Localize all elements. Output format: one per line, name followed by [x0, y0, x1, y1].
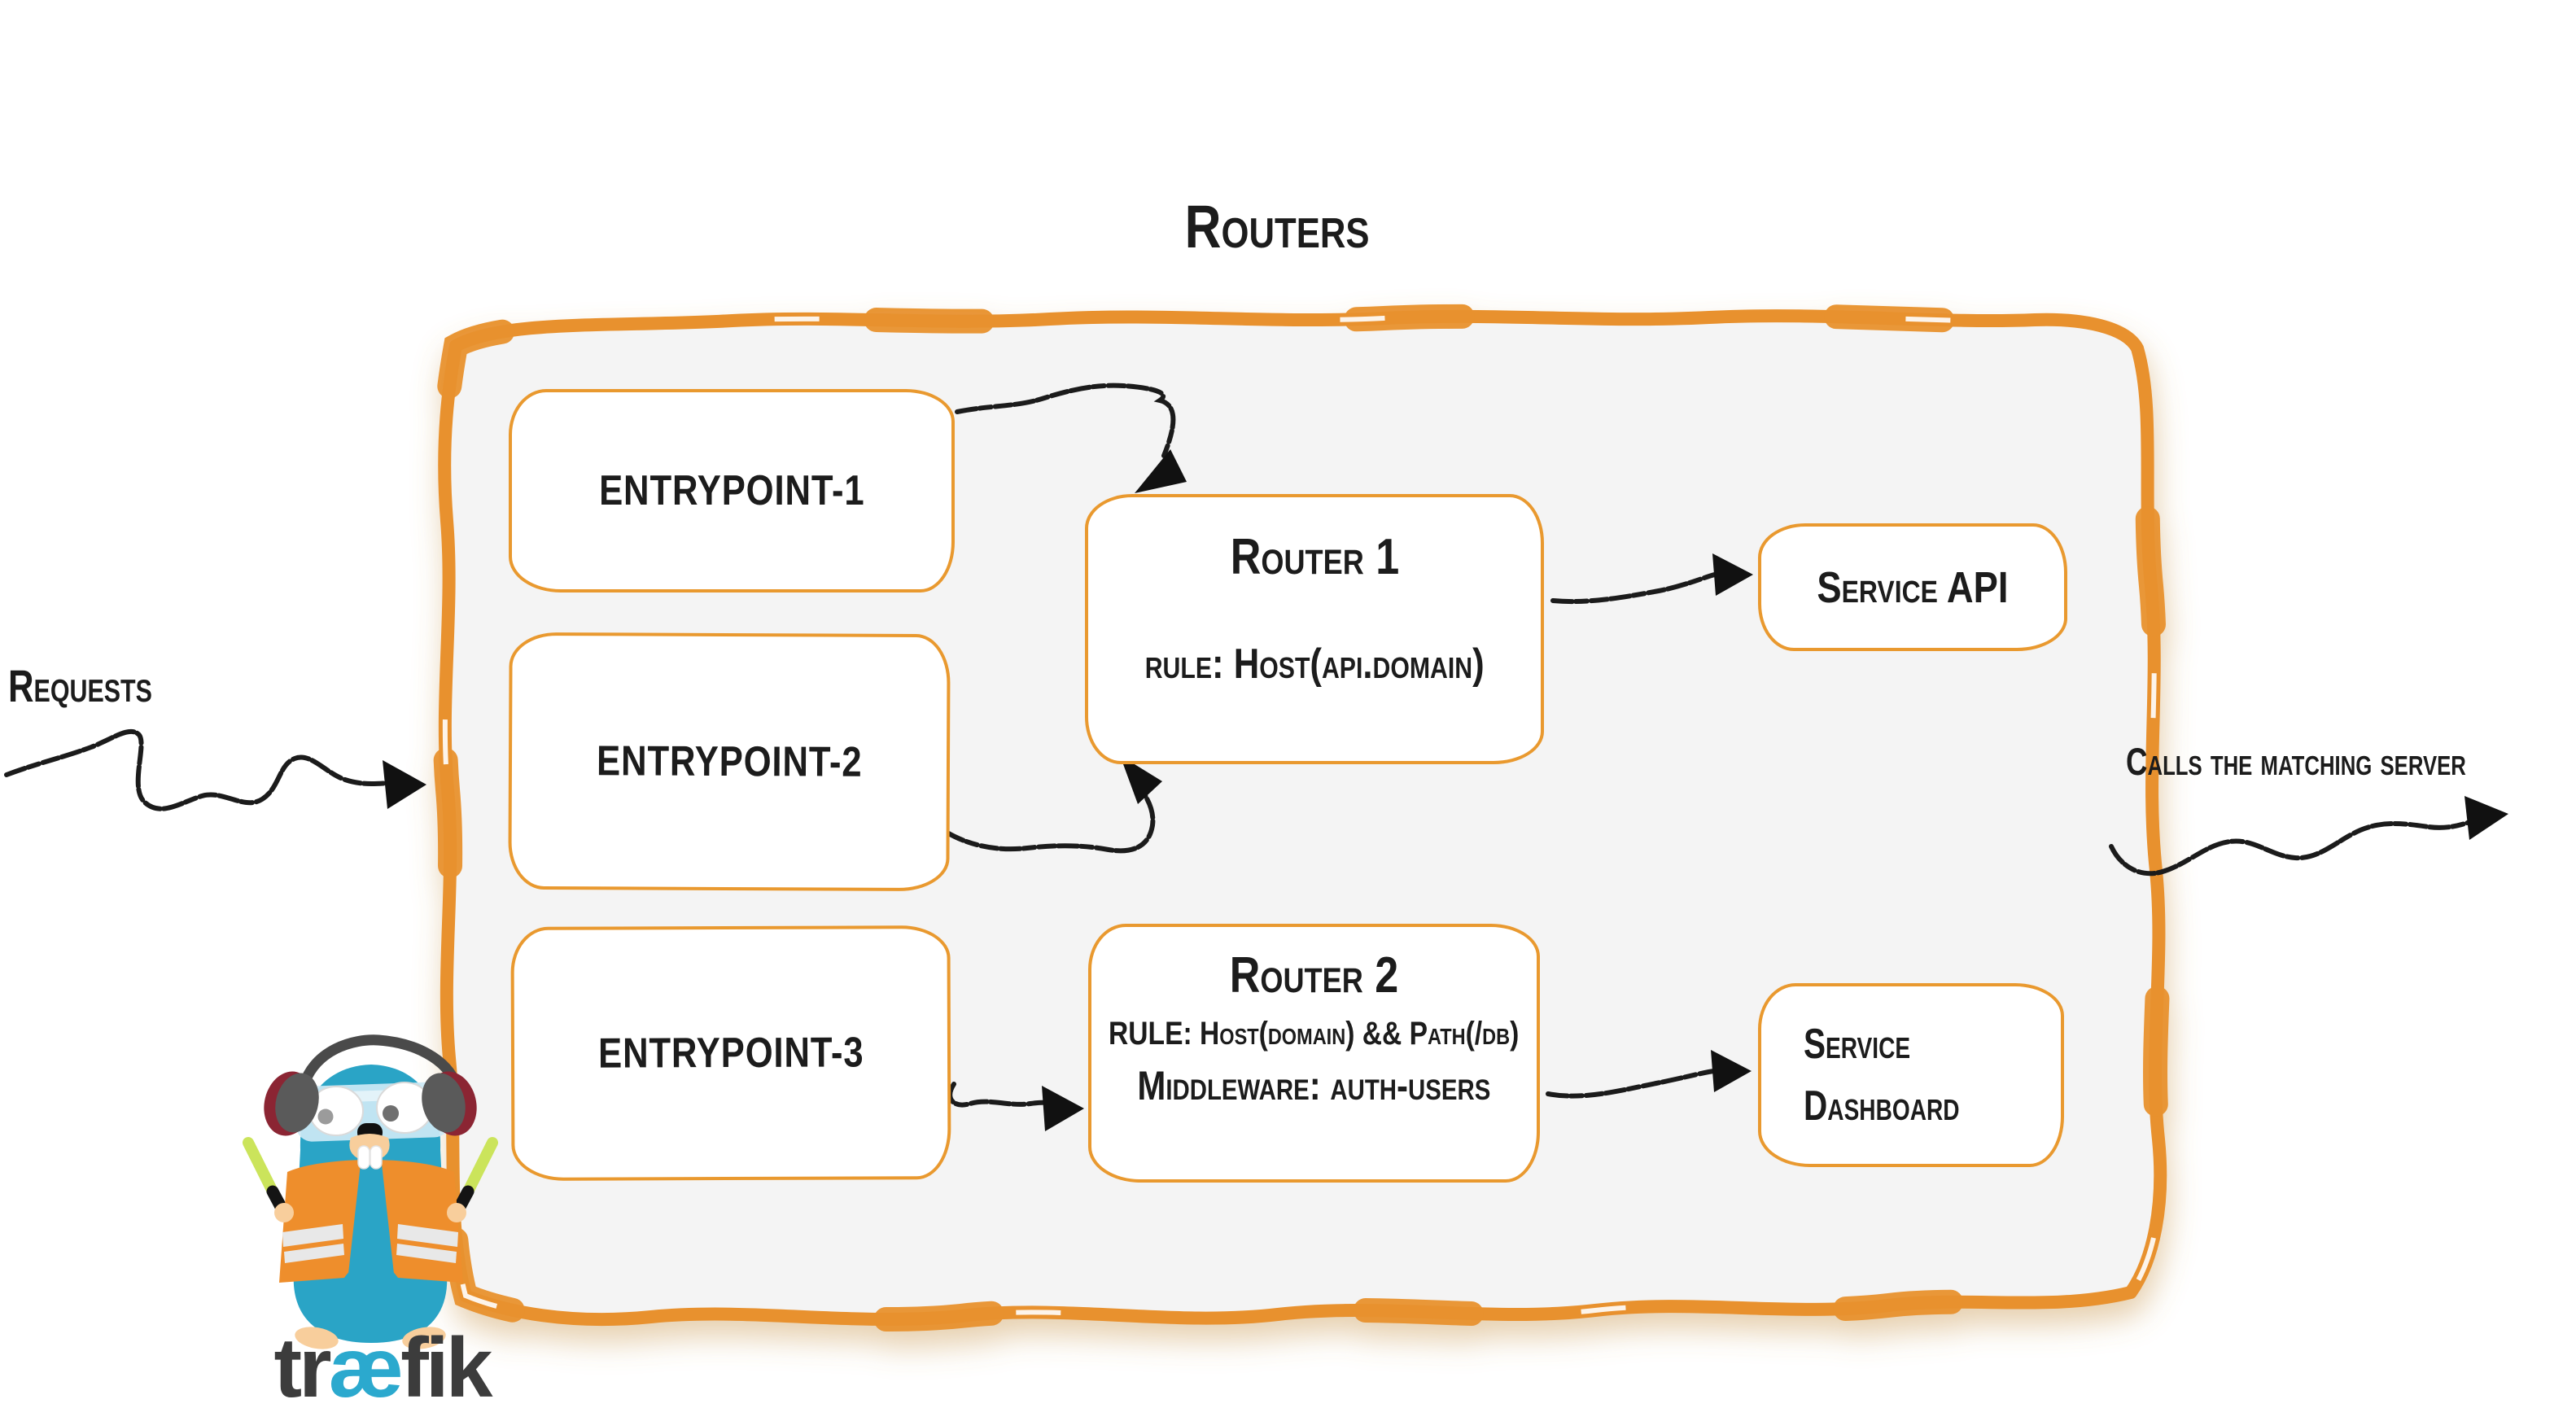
- entrypoint1-to-router1-arrow: [955, 383, 1176, 458]
- calls-arrow: [2109, 818, 2477, 877]
- service-api-box: Service API: [1758, 523, 2067, 651]
- traefik-gopher-logo: [243, 1034, 498, 1349]
- safety-vest-icon: [279, 1160, 463, 1283]
- router1-to-serviceapi-arrow: [1550, 571, 1725, 605]
- service-dashboard-line2: Dashboard: [1804, 1082, 1960, 1130]
- router-1-title-text: Router 1: [1230, 529, 1399, 585]
- entrypoint-2-label: ENTRYPOINT-2: [596, 737, 863, 786]
- router-1-title: Router 1: [1214, 528, 1415, 586]
- entrypoint-3-box: ENTRYPOINT-3: [510, 925, 951, 1181]
- router-1-box: Router 1 rule: Host(api.domain): [1085, 494, 1544, 764]
- calls-annotation: Calls the matching server: [2126, 739, 2562, 784]
- requests-text: Requests: [8, 660, 152, 711]
- requests-arrow: [4, 728, 395, 811]
- router-2-middleware: Middleware: auth-users: [1104, 1062, 1524, 1109]
- wordmark-prefix: tr: [273, 1321, 332, 1408]
- gopher-hands: [274, 1203, 466, 1222]
- router-2-title-text: Router 2: [1229, 947, 1399, 1004]
- router-2-box: Router 2 RULE: Host(domain) && Path(/db)…: [1088, 924, 1540, 1183]
- router2-to-servicedashboard-arrow: [1546, 1068, 1723, 1099]
- wordmark-suffix: fik: [400, 1321, 492, 1408]
- entrypoint2-to-router1-arrow: [943, 777, 1156, 854]
- router-2-middleware-text: Middleware: auth-users: [1137, 1063, 1491, 1108]
- router2-arrowhead: [1711, 1050, 1752, 1092]
- service-dashboard-box: Service Dashboard: [1758, 983, 2064, 1167]
- service-api-label: Service API: [1817, 562, 2009, 612]
- entrypoint-1-label: ENTRYPOINT-1: [598, 467, 865, 514]
- entrypoint2-arrowhead: [1120, 755, 1162, 804]
- entrypoint-3-label: ENTRYPOINT-3: [597, 1029, 864, 1078]
- router1-arrowhead: [1712, 553, 1753, 596]
- entrypoint-2-box: ENTRYPOINT-2: [508, 632, 951, 892]
- router-2-rule-text: RULE: Host(domain) && Path(/db): [1109, 1016, 1520, 1052]
- gopher-teeth: [357, 1145, 383, 1170]
- router-2-title: Router 2: [1214, 947, 1415, 1004]
- wordmark-ligature: æ: [328, 1321, 405, 1408]
- entrypoint-1-box: ENTRYPOINT-1: [509, 389, 955, 592]
- requests-arrowhead: [383, 760, 426, 809]
- calls-arrowhead: [2464, 796, 2508, 840]
- router-1-rule-text: rule: Host(api.domain): [1144, 641, 1485, 688]
- headphones-icon: [264, 1034, 477, 1136]
- goggles-icon: [295, 1082, 451, 1142]
- page-title-text: Routers: [1184, 193, 1370, 260]
- entrypoint1-arrowhead: [1135, 449, 1187, 493]
- page-title: Routers: [1126, 192, 1428, 261]
- gopher-feet: [295, 1327, 446, 1349]
- traefik-wordmark: træfik: [238, 1320, 525, 1408]
- router-2-rule: RULE: Host(domain) && Path(/db): [1069, 1016, 1558, 1052]
- router-1-rule: rule: Host(api.domain): [1113, 640, 1516, 689]
- entrypoint3-arrowhead: [1042, 1086, 1084, 1131]
- requests-annotation: Requests: [8, 659, 193, 712]
- calls-text: Calls the matching server: [2126, 740, 2466, 783]
- service-dashboard-line1: Service: [1804, 1021, 1911, 1068]
